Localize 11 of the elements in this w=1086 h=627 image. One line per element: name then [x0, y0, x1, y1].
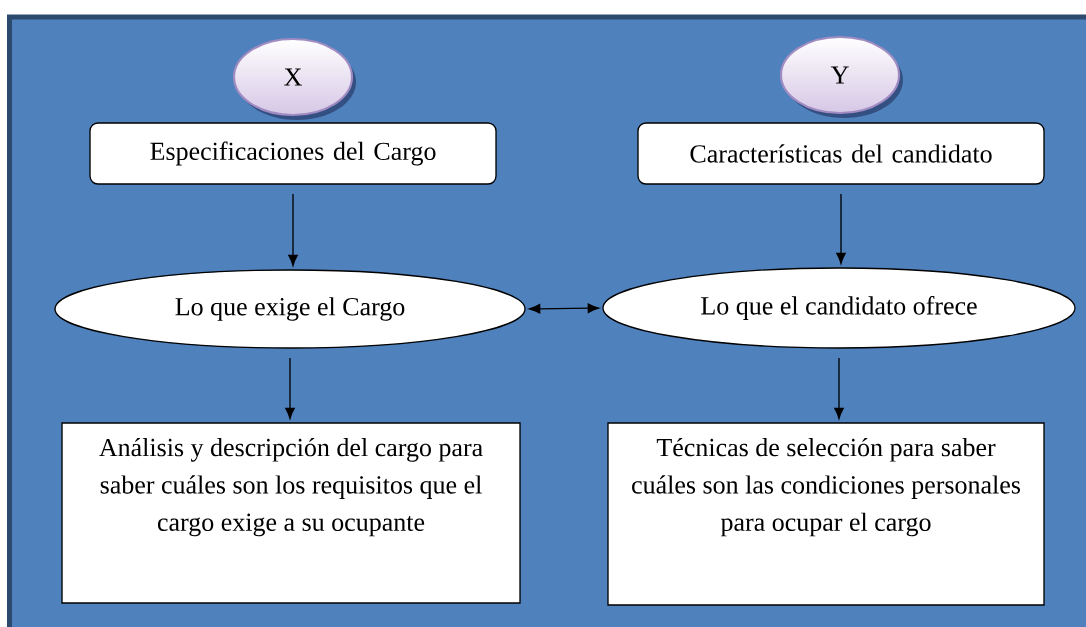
- oval-node: Lo que exige el Cargo: [54, 269, 526, 349]
- arrow: [288, 193, 298, 267]
- text-box: Análisis y descripción del cargo para saber cuáles son los requisitos que el cargo exige a su ocupante: [61, 422, 521, 604]
- rounded-box: Características del candidato: [637, 122, 1045, 185]
- text-box: Técnicas de selección para saber cuáles son las condiciones personales para ocupar el cargo: [607, 422, 1045, 606]
- oval-node: Lo que el candidato ofrece: [602, 267, 1076, 349]
- arrow: [836, 193, 846, 265]
- rounded-box: Especificaciones del Cargo: [89, 122, 497, 185]
- arrow: [285, 357, 295, 420]
- arrow: [834, 357, 844, 420]
- arrow: [528, 303, 600, 314]
